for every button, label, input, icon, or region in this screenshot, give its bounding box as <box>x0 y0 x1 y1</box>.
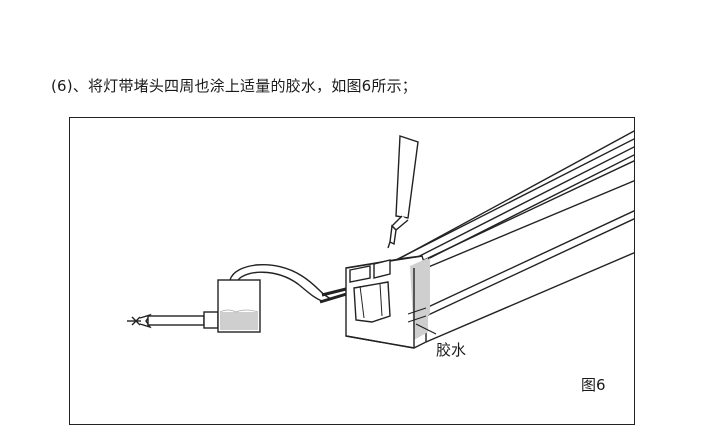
led-strip-end-cap-illustration <box>127 130 634 349</box>
end-cap-cavity <box>353 281 391 323</box>
glue-tube-body <box>395 135 419 219</box>
led-strip-body <box>381 130 634 343</box>
strip-bottom-edge <box>425 252 634 343</box>
strip-side-groove-bottom <box>425 218 634 317</box>
strip-side-upper <box>425 180 634 269</box>
strip-top-edge-3 <box>399 146 634 267</box>
wire-twist <box>139 313 152 329</box>
instruction-text: (6)、将灯带堵头四周也涂上适量的胶水，如图6所示； <box>51 77 417 95</box>
cable-grommet <box>203 311 219 329</box>
glue-label: 胶水 <box>436 341 467 359</box>
end-cap-slot-right <box>373 259 391 279</box>
end-cap-glue-side-b <box>422 258 430 320</box>
figure-number-label: 图6 <box>581 376 606 394</box>
stripped-wire-strands <box>131 316 141 326</box>
glue-tube <box>387 135 419 249</box>
glue-tube-tip <box>387 241 391 249</box>
glue-leader-line <box>415 323 437 335</box>
wire-lower <box>237 271 323 302</box>
figure-6-frame: 胶水 图6 <box>69 117 635 425</box>
cable-end <box>127 311 219 329</box>
end-cap <box>345 255 430 349</box>
strip-top-edge-2 <box>387 138 634 265</box>
end-cap-slot-left <box>349 265 371 283</box>
cable-sleeve <box>147 315 205 326</box>
glue-tube-nozzle <box>389 224 397 246</box>
strip-top-ridge <box>423 160 634 261</box>
junction-box-glue <box>220 312 258 330</box>
junction-box <box>217 279 261 333</box>
strip-side-groove-top <box>425 210 634 309</box>
